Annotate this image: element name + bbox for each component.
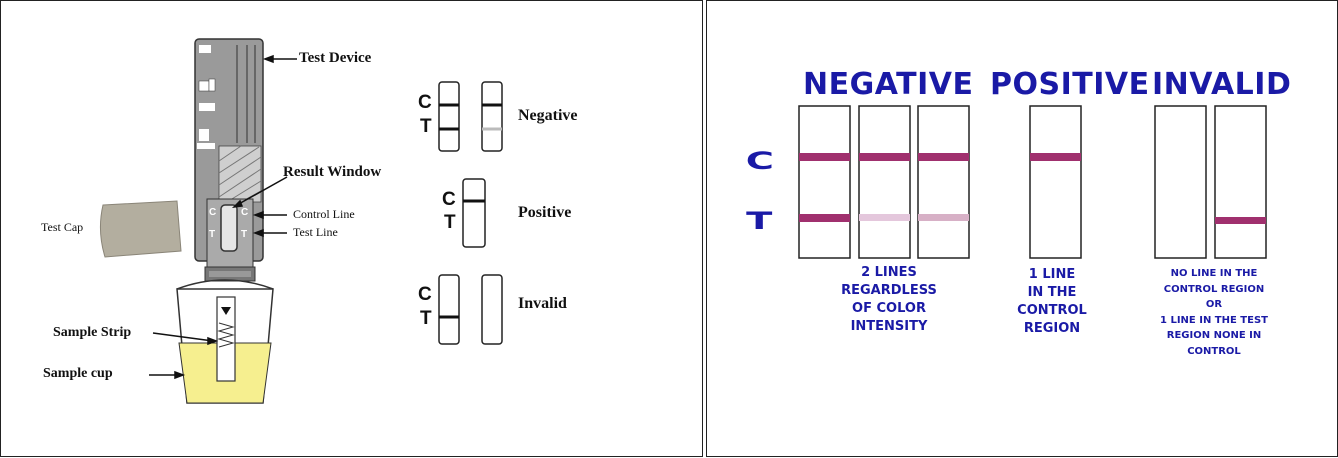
invalid-t-marker: T — [420, 308, 432, 329]
invalid-caption: NO LINE IN THE CONTROL REGION OR 1 LINE … — [1160, 268, 1268, 357]
invalid-label: Invalid — [518, 295, 567, 312]
test-cap-shape — [99, 200, 182, 258]
sample-cup-label: Sample cup — [43, 366, 113, 381]
invalid-strips-right — [1154, 105, 1267, 259]
test-device-illustration: C T C T — [99, 38, 503, 404]
test-cap-label: Test Cap — [41, 220, 84, 234]
control-line-label: Control Line — [293, 207, 355, 221]
negative-c-marker: C — [418, 92, 432, 113]
positive-t-marker: T — [444, 212, 456, 233]
result-strips-illustration — [798, 105, 1267, 259]
right-panel: NEGATIVE POSITIVE INVALID C T 2 L — [706, 0, 1338, 457]
test-device — [194, 38, 264, 282]
negative-caption: 2 LINES REGARDLESS OF COLOR INTENSITY — [841, 265, 937, 334]
svg-text:C: C — [241, 207, 248, 218]
c-marker-right: C — [745, 147, 774, 175]
svg-text:C: C — [209, 207, 216, 218]
invalid-header: INVALID — [1152, 67, 1292, 102]
result-window-label: Result Window — [283, 164, 382, 180]
left-panel: C T C T Test Device Result Window Contro… — [0, 0, 703, 457]
t-marker-right: T — [746, 207, 773, 235]
svg-text:T: T — [209, 229, 215, 240]
invalid-c-marker: C — [418, 284, 432, 305]
negative-label: Negative — [518, 107, 578, 124]
sample-strip-label: Sample Strip — [53, 325, 132, 340]
negative-strips-right — [798, 105, 970, 259]
test-device-label: Test Device — [299, 50, 372, 66]
positive-c-marker: C — [442, 189, 456, 210]
negative-t-marker: T — [420, 116, 432, 137]
svg-text:T: T — [241, 229, 247, 240]
positive-strip-right — [1029, 105, 1082, 259]
positive-label: Positive — [518, 204, 572, 221]
negative-strips — [438, 81, 503, 152]
invalid-strips — [438, 274, 503, 345]
sample-strip — [216, 296, 236, 382]
positive-header: POSITIVE — [990, 67, 1150, 102]
test-line-label: Test Line — [293, 225, 338, 239]
negative-header: NEGATIVE — [803, 67, 974, 102]
positive-caption: 1 LINE IN THE CONTROL REGION — [1017, 267, 1087, 336]
positive-strip — [462, 178, 486, 248]
